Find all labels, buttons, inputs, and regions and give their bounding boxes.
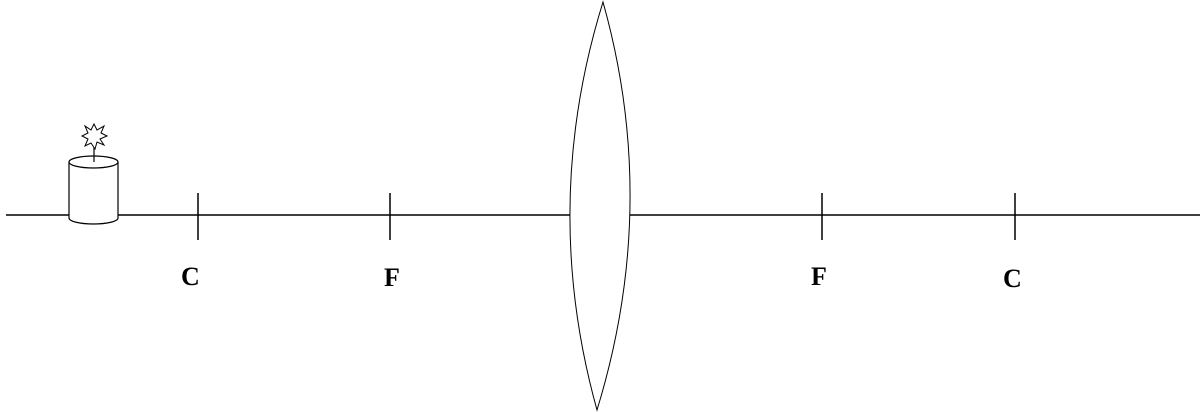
label-center-of-curvature-left: C bbox=[181, 262, 200, 291]
label-focal-point-left: F bbox=[384, 263, 400, 292]
candle-icon bbox=[68, 122, 119, 225]
label-center-of-curvature-right: C bbox=[1003, 264, 1022, 293]
candle-body bbox=[68, 162, 119, 225]
label-focal-point-right: F bbox=[811, 262, 827, 291]
convex-lens-icon bbox=[569, 0, 631, 412]
flame-icon bbox=[80, 122, 109, 151]
